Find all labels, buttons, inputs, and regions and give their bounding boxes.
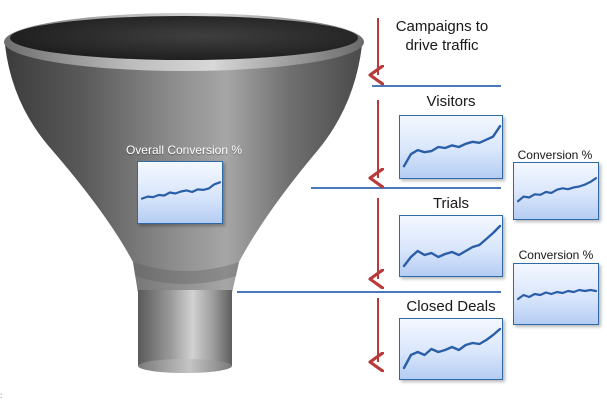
trend-line — [140, 181, 222, 200]
trend-line — [402, 224, 502, 268]
visitors-label: Visitors — [426, 93, 476, 110]
trend-line — [516, 288, 598, 301]
caption-text: : — [0, 391, 3, 400]
trend-line-icon — [402, 224, 502, 268]
stage-dividers — [237, 85, 501, 293]
trend-line-icon — [516, 288, 598, 301]
trend-line-icon — [402, 327, 502, 370]
conversion-label-1: Conversion % — [517, 148, 593, 162]
conversion-label-2: Conversion % — [518, 248, 594, 262]
campaigns-label-line: Campaigns to — [395, 18, 489, 35]
trend-line-icon — [140, 181, 222, 200]
closed-deals-label: Closed Deals — [406, 298, 496, 315]
trials-trend-card — [399, 215, 503, 277]
trend-line — [402, 327, 502, 370]
overall-conversion-trend-card — [137, 161, 223, 224]
campaigns-label-line: drive traffic — [405, 37, 479, 54]
overall-conversion-label: Overall Conversion % — [125, 143, 243, 157]
trials-label: Trials — [432, 195, 470, 212]
campaigns-label: Campaigns to drive traffic — [392, 17, 492, 55]
closed-deals-trend-card — [399, 318, 503, 380]
trend-line-icon — [402, 125, 502, 168]
visitors-trend-card — [399, 115, 503, 179]
trend-line-icon — [516, 177, 598, 203]
trend-line — [402, 125, 502, 168]
trend-line — [516, 177, 598, 203]
conversion-trend-card-1 — [513, 162, 599, 220]
conversion-trend-card-2 — [513, 263, 599, 325]
